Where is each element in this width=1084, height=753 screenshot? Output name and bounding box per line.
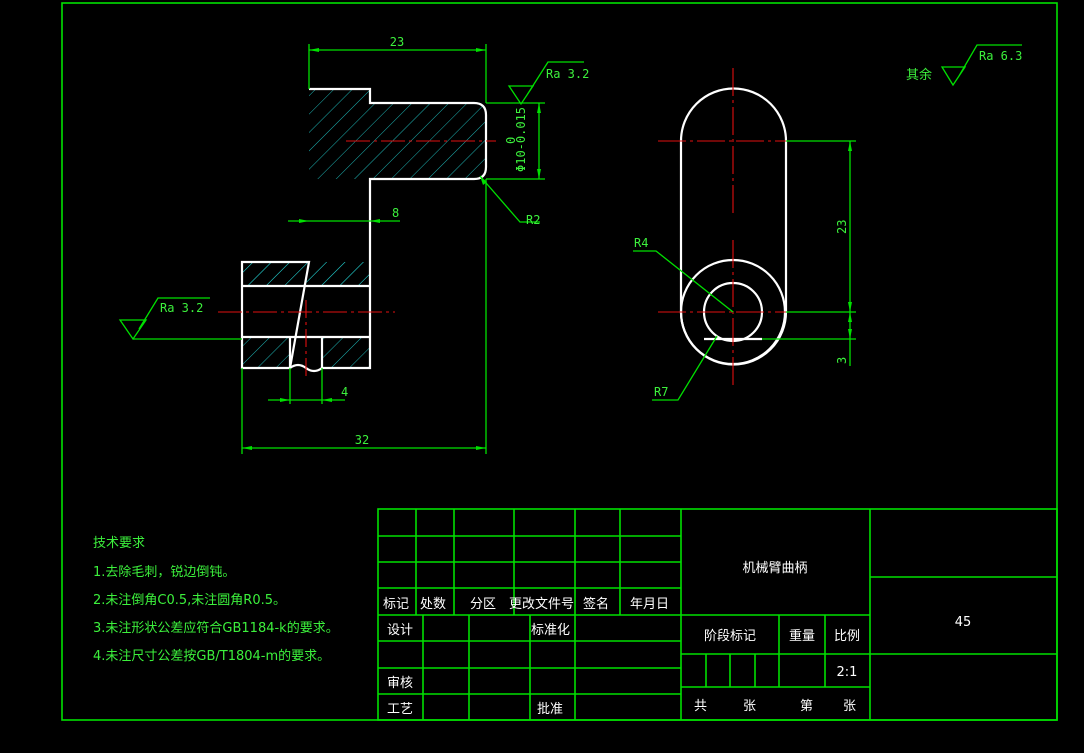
section-hatch-upper <box>242 89 486 286</box>
dim-total-width: 32 <box>355 433 369 447</box>
label-fillet: R2 <box>526 213 540 227</box>
dim-step: 8 <box>392 206 399 220</box>
label-scale: 比例 <box>834 629 860 644</box>
tech-item-1: 1.去除毛刺，锐边倒钝。 <box>93 565 235 580</box>
part-name: 机械臂曲柄 <box>742 561 807 576</box>
header-mark: 标记 <box>383 597 409 612</box>
material: 45 <box>955 615 972 630</box>
label-sheet: 张 <box>843 699 856 714</box>
general-roughness: 其余 Ra 6.3 <box>906 44 1022 87</box>
header-sign: 签名 <box>583 596 609 612</box>
roughness-rest-value: Ra 6.3 <box>979 49 1022 63</box>
leader-fillet <box>479 175 540 223</box>
roughness-rest-label: 其余 <box>906 67 932 83</box>
label-stage-mark: 阶段标记 <box>704 629 756 644</box>
dim-side-length: 23 <box>835 220 849 234</box>
drawing-frame <box>61 2 1058 721</box>
section-hatch-lower-right <box>322 337 370 368</box>
roughness-symbol-rest <box>940 44 1022 87</box>
tech-heading: 技术要求 <box>93 536 145 551</box>
dim-slot: 4 <box>341 385 348 399</box>
roughness-symbol-top <box>507 61 584 106</box>
header-count: 处数 <box>420 597 446 612</box>
dim-shaft-upper-dev: 0 <box>504 137 518 144</box>
front-section-view: 23 Φ10-0.015 0 Ra 3.2 R2 8 Ra 3.2 4 <box>118 35 589 454</box>
roughness-symbol-left <box>118 297 242 341</box>
tech-item-3: 3.未注形状公差应符合GB1184-k的要求。 <box>93 620 339 636</box>
dim-shaft-diameter: Φ10-0.015 <box>514 107 528 172</box>
label-approve: 批准 <box>537 702 563 717</box>
section-hatch-lower-left <box>242 337 290 368</box>
roughness-left-value: Ra 3.2 <box>160 301 203 315</box>
leader-inner-radius <box>633 250 734 313</box>
tech-item-4: 4.未注尺寸公差按GB/T1804-m的要求。 <box>93 648 330 664</box>
label-design: 设计 <box>387 623 413 638</box>
label-outer-radius: R7 <box>654 385 668 399</box>
label-process: 工艺 <box>387 702 413 717</box>
label-sheet-no: 第 <box>800 699 813 714</box>
header-change-doc: 更改文件号 <box>509 597 574 612</box>
roughness-top-value: Ra 3.2 <box>546 67 589 81</box>
scale-value: 2:1 <box>837 665 858 680</box>
label-sheets: 张 <box>743 699 756 714</box>
technical-requirements: 技术要求 1.去除毛刺，锐边倒钝。 2.未注倒角C0.5,未注圆角R0.5。 3… <box>93 536 339 664</box>
dim-side-offset: 3 <box>835 357 849 364</box>
tech-item-2: 2.未注倒角C0.5,未注圆角R0.5。 <box>93 593 286 608</box>
label-total: 共 <box>694 699 707 714</box>
label-inner-radius: R4 <box>634 236 648 250</box>
header-date: 年月日 <box>630 597 669 612</box>
title-block: 标记 处数 分区 更改文件号 签名 年月日 设计 标准化 审核 工艺 批准 机械… <box>377 508 1058 721</box>
label-weight: 重量 <box>789 628 815 644</box>
label-standardize: 标准化 <box>531 623 570 638</box>
side-view: 23 3 R4 R7 <box>633 68 856 401</box>
header-zone: 分区 <box>470 597 496 612</box>
dim-top-width: 23 <box>390 35 404 49</box>
leader-outer-radius <box>652 335 718 401</box>
label-review: 审核 <box>387 676 413 691</box>
